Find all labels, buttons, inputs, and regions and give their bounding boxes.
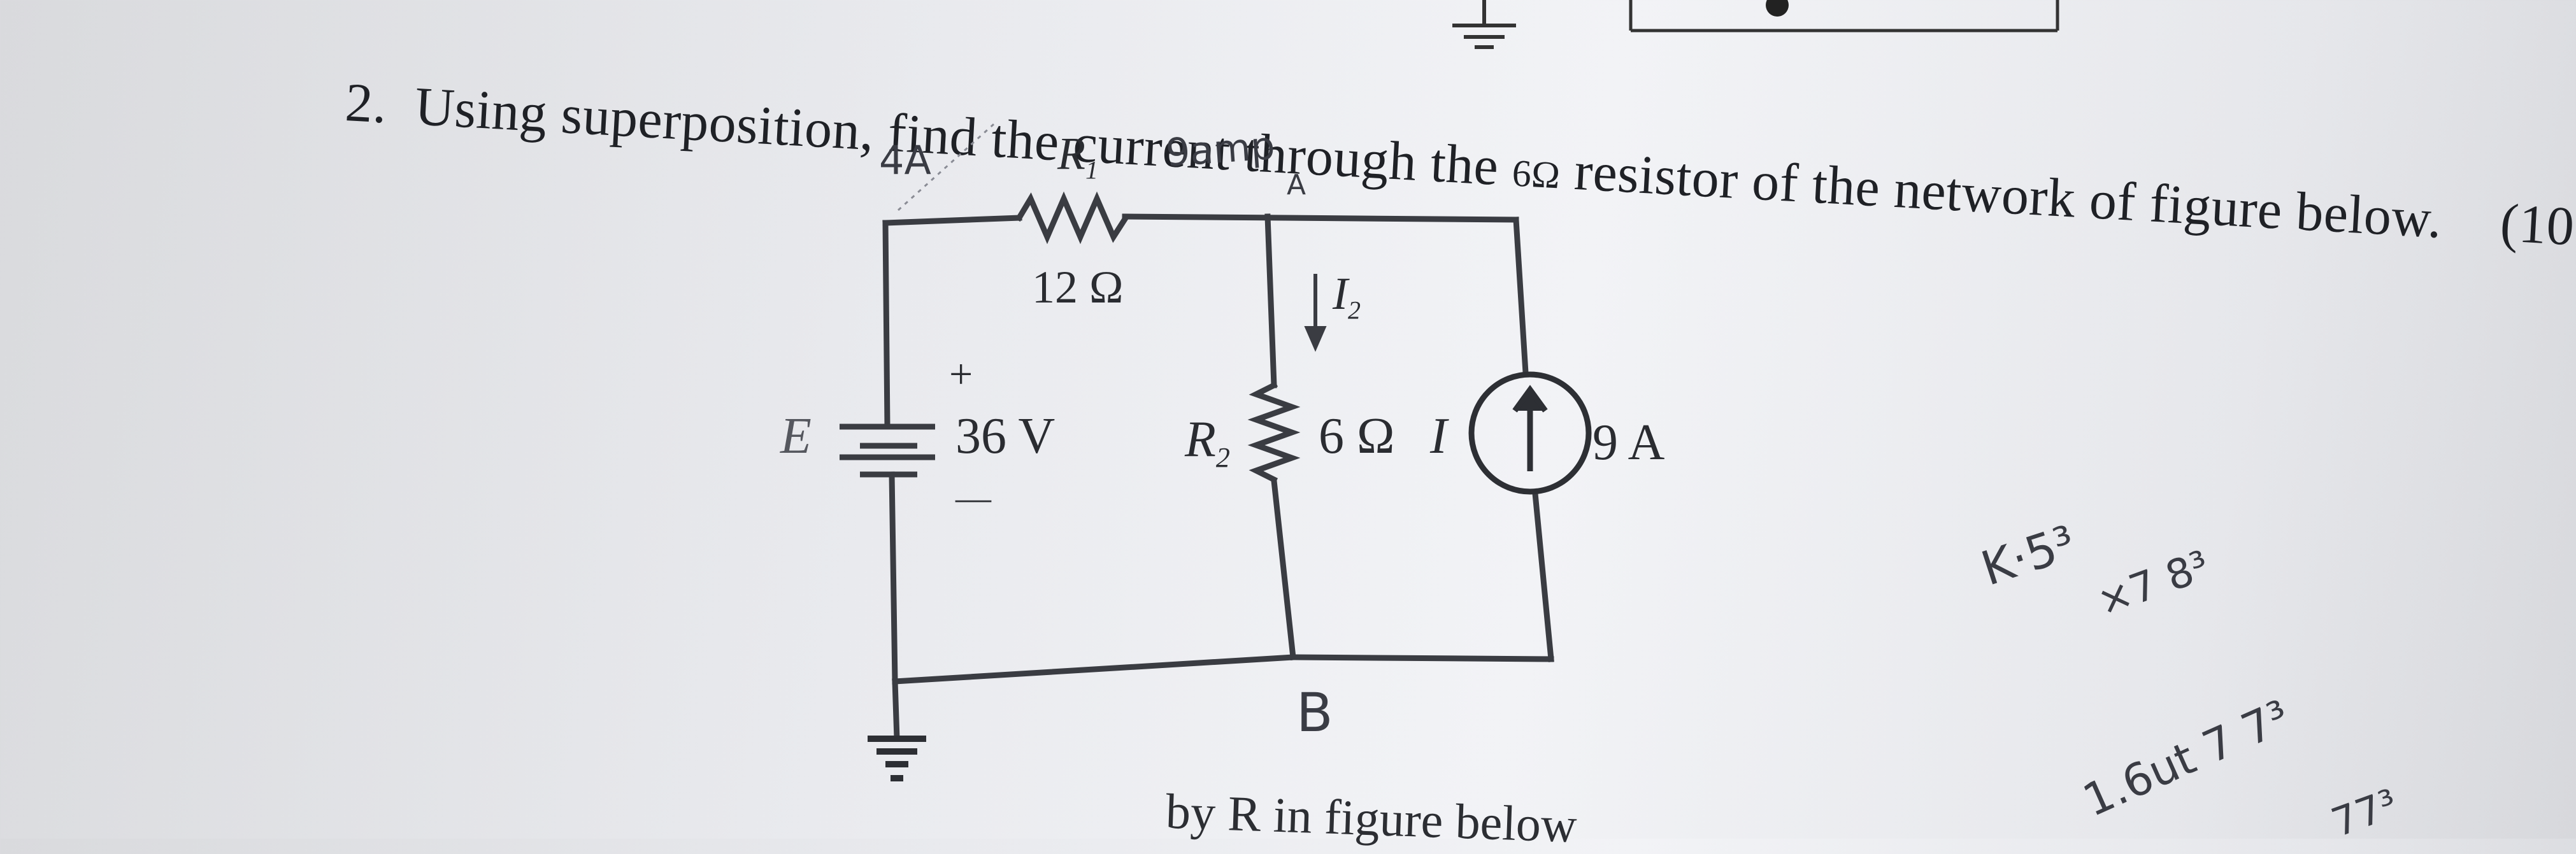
battery-plus: + [949,351,973,397]
middle-wire-lower [1271,478,1296,660]
pencil-trace [897,123,995,211]
top-wire-right [1122,213,1519,223]
ground-wire [892,678,900,742]
handwritten-9amp: 9amp [1164,124,1277,176]
i2-label: I2 [1333,268,1361,325]
ground-symbol [868,736,926,781]
current-source-value: 9 A [1592,415,1665,471]
source-e-label: E [780,408,812,464]
r1-label: R1 [1057,128,1098,185]
resistor-r1-symbol [1015,191,1129,245]
middle-wire-upper [1264,213,1277,388]
handwritten-node-b: B [1296,681,1333,744]
right-wire-lower [1532,490,1554,662]
bottom-wire [892,654,1554,685]
left-wire-upper [882,220,891,430]
r2-value-label: 6 Ω [1319,408,1395,464]
top-wire [882,215,1022,226]
worksheet-page: 2. Using superposition, find the current… [344,0,2576,853]
circuit-diagram [840,123,1592,781]
current-i2-arrow [1304,274,1327,352]
handwritten-a: A [1287,169,1306,201]
source-e-value: 36 V [955,408,1055,464]
handwritten-4a: 4A [879,137,931,183]
current-source-symbol [1468,371,1592,495]
current-source-name: I [1430,408,1447,464]
previous-figure-fragment [1452,0,2059,49]
left-wire-lower [889,471,898,685]
r2-label: R2 [1185,411,1230,473]
battery-minus: — [955,478,991,518]
right-wire-upper [1513,217,1529,376]
resistor-r2-symbol [1247,381,1301,484]
r1-value-label: 12 Ω [1032,262,1124,313]
question-marks: (10 [2498,192,2576,257]
battery-symbol [840,423,935,478]
